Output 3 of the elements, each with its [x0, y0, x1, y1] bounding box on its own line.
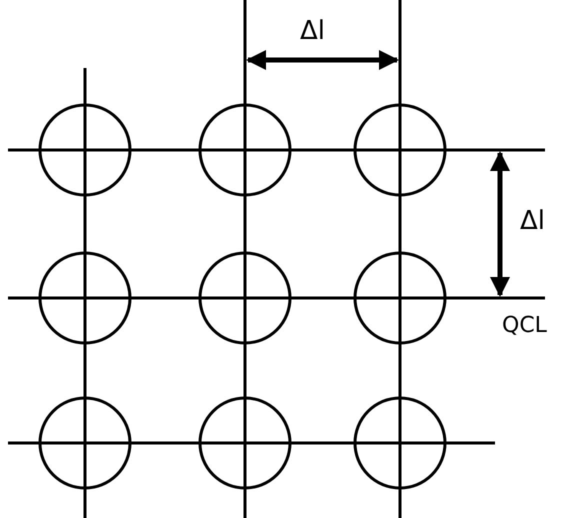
line-label: QCL — [502, 315, 547, 337]
dimension-label: Δl — [300, 18, 326, 44]
dimension-label: Δl — [520, 208, 546, 234]
